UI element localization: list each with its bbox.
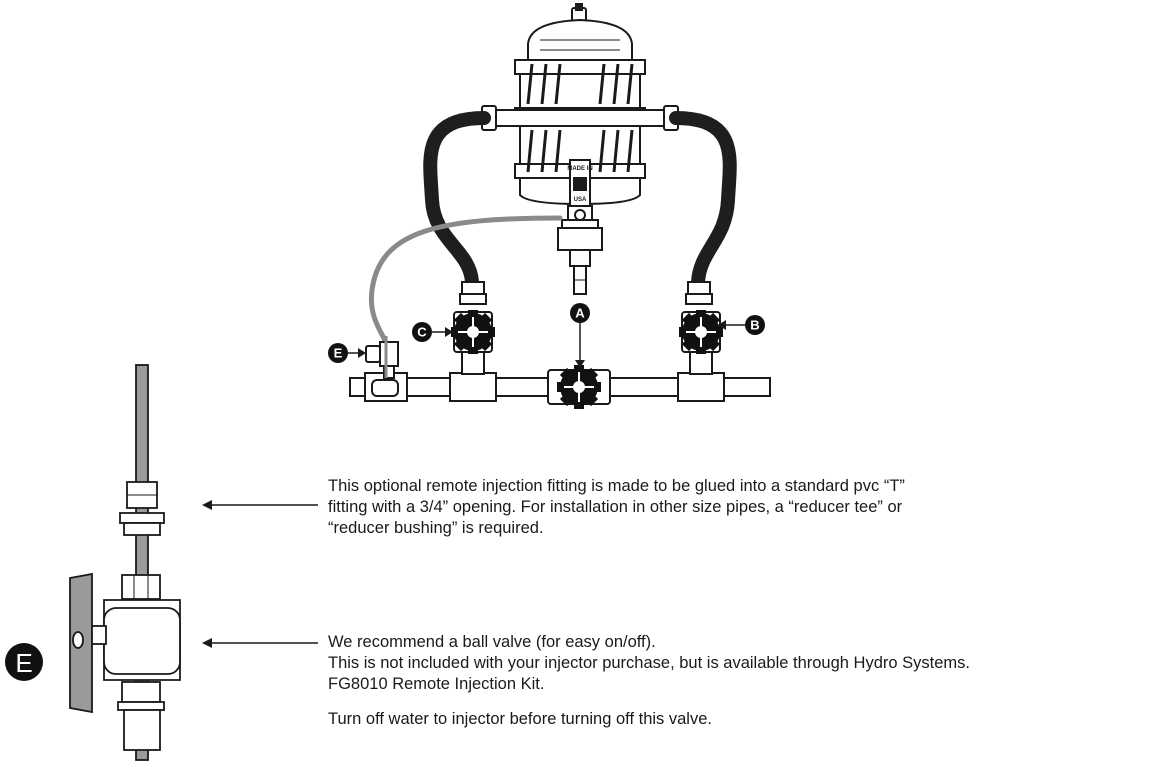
injector-unit <box>481 3 679 295</box>
label-b-text: B <box>750 318 759 333</box>
plate-line-1: MADE IN <box>567 166 592 172</box>
unit-plate-text: MADE IN USA <box>567 166 592 203</box>
fitting-note-line-1: This optional remote injection fitting i… <box>328 477 905 495</box>
valve-note-line-1: We recommend a ball valve (for easy on/o… <box>328 633 656 651</box>
hose-fittings <box>459 281 713 305</box>
spacer <box>328 695 1168 709</box>
left-hose <box>423 111 491 289</box>
injection-tube <box>368 215 563 351</box>
label-a: A <box>570 303 590 323</box>
valve-b-handle <box>678 309 724 355</box>
label-a-text: A <box>575 306 585 321</box>
label-e-large-text: E <box>15 648 32 678</box>
right-hose <box>669 111 737 289</box>
fitting-detail <box>69 364 181 761</box>
valve-a-handle <box>556 364 602 410</box>
fitting-note-line-2: fitting with a 3/4” opening. For install… <box>328 498 903 516</box>
valve-note-line-2: This is not included with your injector … <box>328 654 970 672</box>
plate-line-2: USA <box>574 197 587 203</box>
valve-note-line-3: FG8010 Remote Injection Kit. <box>328 675 545 693</box>
valve-e-handle <box>365 336 388 378</box>
valve-note: We recommend a ball valve (for easy on/o… <box>328 632 1168 730</box>
label-e-large: E <box>5 643 43 681</box>
label-b: B <box>745 315 765 335</box>
valve-c-handle <box>450 309 496 355</box>
label-c-text: C <box>417 325 427 340</box>
fitting-note-line-3: “reducer bushing” is required. <box>328 519 544 537</box>
warning-note: Turn off water to injector before turnin… <box>328 710 712 728</box>
label-c: C <box>412 322 432 342</box>
callout-arrows <box>202 320 745 648</box>
label-e: E <box>328 343 348 363</box>
fitting-note: This optional remote injection fitting i… <box>328 476 1148 539</box>
label-e-text: E <box>334 346 343 361</box>
hoses <box>368 111 737 351</box>
